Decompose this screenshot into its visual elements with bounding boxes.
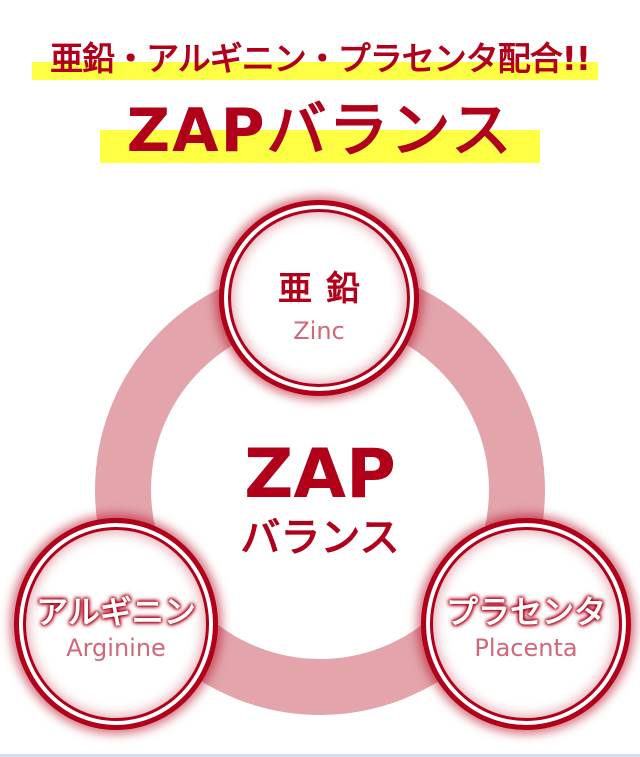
node-zinc: 亜鉛 Zinc <box>219 200 419 396</box>
node-arginine-jp: アルギニン <box>36 593 196 631</box>
bottom-divider <box>0 754 640 757</box>
node-zinc-jp: 亜鉛 <box>278 269 374 309</box>
center-subtitle: バランス <box>240 515 400 561</box>
headline-highlight-2 <box>100 130 540 163</box>
headline-title: ZAPバランス <box>126 96 514 166</box>
node-arginine: アルギニン Arginine <box>14 518 218 730</box>
center-title: ZAP <box>244 435 396 514</box>
node-placenta: プラセンタ Placenta <box>421 518 631 730</box>
headline-subtitle: 亜鉛・アルギニン・プラセンタ配合!! <box>50 39 591 78</box>
node-placenta-jp: プラセンタ <box>445 593 606 631</box>
node-zinc-en: Zinc <box>293 317 345 345</box>
headline-highlight-1 <box>32 62 598 80</box>
node-arginine-en: Arginine <box>66 634 166 662</box>
node-placenta-en: Placenta <box>474 634 578 662</box>
